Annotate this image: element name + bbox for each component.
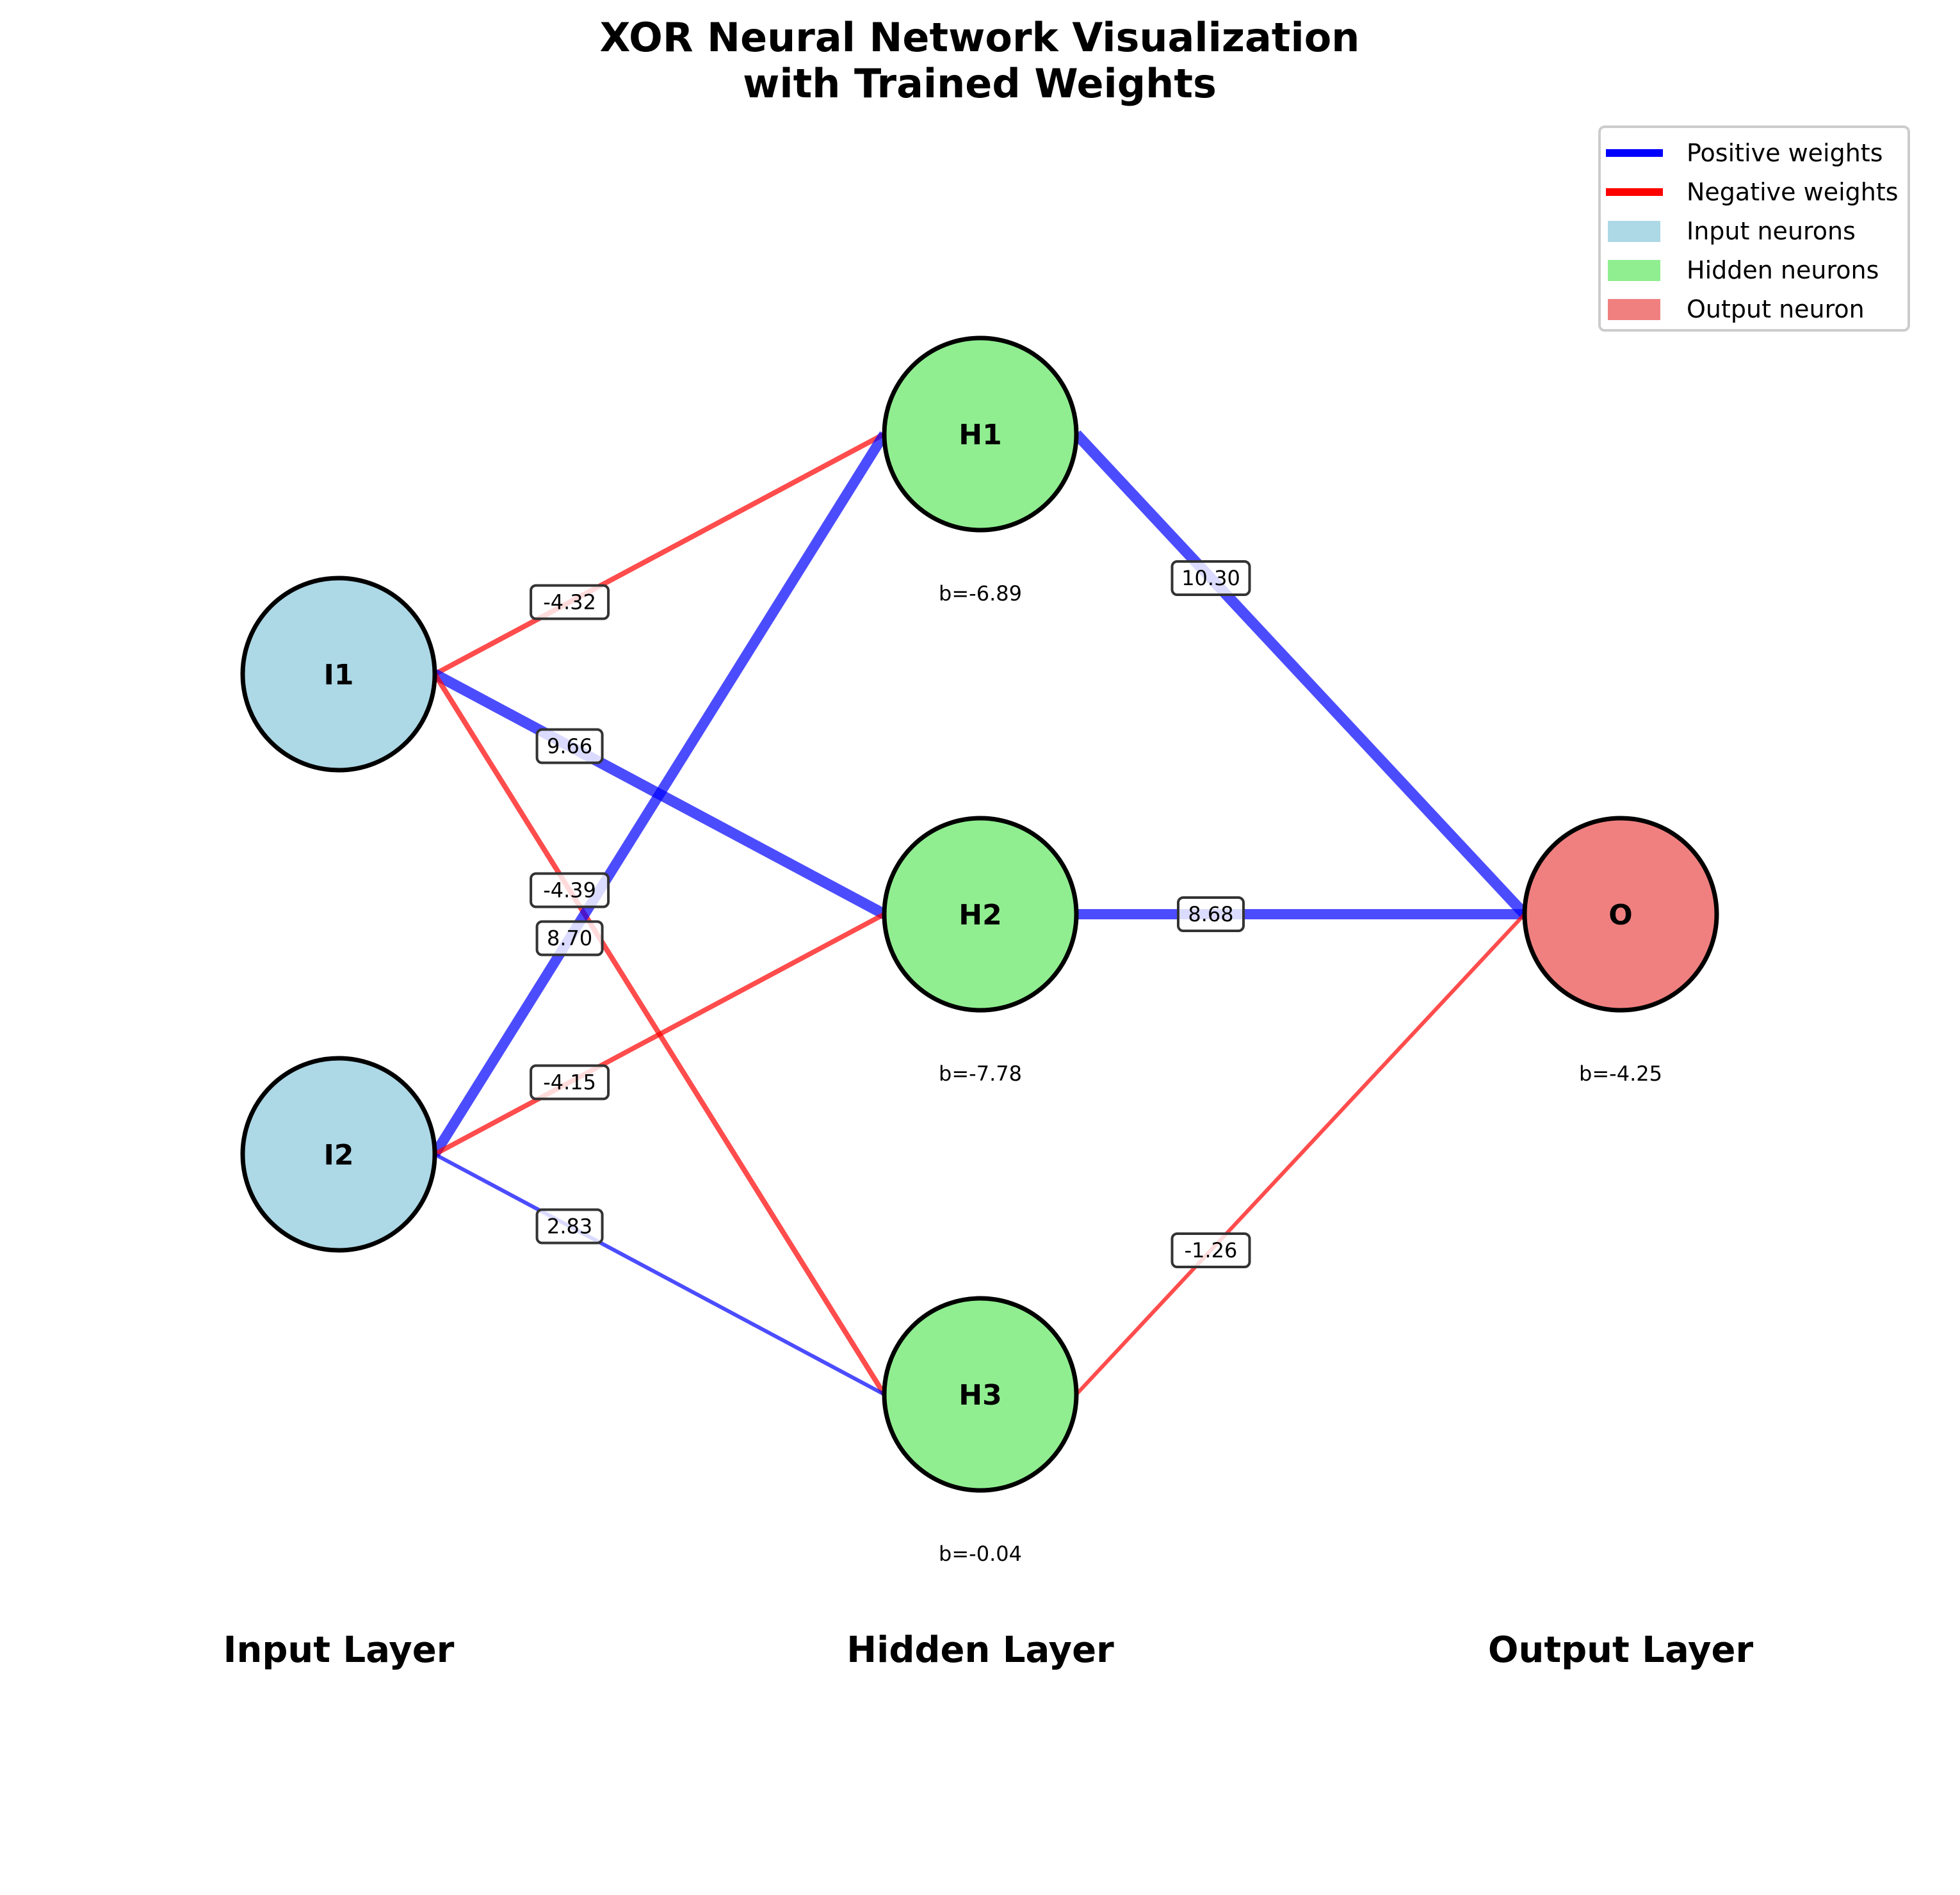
legend-line-swatch	[1606, 188, 1663, 196]
weight-value: 10.30	[1181, 566, 1240, 590]
weight-label-box	[1170, 1232, 1251, 1268]
bias-label: b=-6.89	[939, 581, 1022, 606]
weight-value: 2.83	[547, 1214, 592, 1239]
weight-label-H2-O: 8.68	[1177, 896, 1245, 932]
bias-label: b=-4.25	[1579, 1061, 1662, 1086]
weight-label-I2-H3: 2.83	[535, 1208, 604, 1245]
edge-H3-O	[1074, 912, 1527, 1396]
neuron-label: H2	[959, 899, 1001, 931]
weight-label-H1-O: 10.30	[1170, 560, 1251, 596]
neuron-circle	[882, 1296, 1079, 1493]
neuron-I2: I2	[240, 1056, 437, 1253]
weight-label-I1-H1: -4.32	[530, 584, 610, 620]
edge-H1-O	[1072, 430, 1529, 918]
neuron-circle	[1522, 816, 1719, 1013]
bias-label: b=-7.78	[939, 1061, 1022, 1086]
weight-value: -1.26	[1185, 1238, 1238, 1262]
neuron-circle	[240, 1056, 437, 1253]
title-line-2: with Trained Weights	[743, 60, 1217, 107]
legend-item: Positive weights	[1606, 139, 1883, 167]
weight-label-I2-H1: 8.70	[535, 920, 604, 956]
weight-label-box	[535, 1208, 604, 1245]
weight-label-I2-H2: -4.15	[530, 1064, 610, 1101]
neuron-label: H1	[959, 419, 1001, 451]
neuron-label: O	[1608, 899, 1632, 931]
edge-I1-H1	[433, 431, 886, 677]
weight-value: -4.15	[543, 1070, 596, 1095]
edges-group	[430, 430, 1529, 1396]
weight-label-box	[1170, 560, 1251, 596]
neuron-circle	[240, 576, 437, 773]
weight-label-box	[530, 1064, 610, 1101]
weight-label-box	[530, 584, 610, 620]
weight-value: -4.32	[543, 590, 596, 615]
legend-patch-swatch	[1608, 221, 1660, 242]
weight-label-box	[535, 728, 604, 764]
neuron-label: I1	[324, 659, 354, 691]
weight-value: -4.39	[543, 878, 596, 903]
weight-label-box	[1177, 896, 1245, 932]
legend-patch-swatch	[1608, 260, 1660, 281]
legend-label: Negative weights	[1687, 178, 1899, 206]
legend-label: Hidden neurons	[1687, 256, 1879, 284]
chart-title: XOR Neural Network Visualization with Tr…	[600, 14, 1360, 107]
weight-label-I1-H3: -4.39	[530, 872, 610, 908]
weight-label-H3-O: -1.26	[1170, 1232, 1251, 1268]
legend-label: Output neuron	[1687, 295, 1865, 323]
legend-line-swatch	[1606, 149, 1663, 157]
neuron-label: H3	[959, 1379, 1001, 1412]
title-line-1: XOR Neural Network Visualization	[600, 14, 1360, 61]
edge-I2-H1	[430, 431, 889, 1157]
neuron-I1: I1	[240, 576, 437, 773]
weight-value: 8.70	[547, 926, 592, 951]
weight-label-box	[535, 920, 604, 956]
legend-label: Input neurons	[1687, 217, 1856, 245]
legend-item: Hidden neurons	[1608, 256, 1879, 284]
legend-item: Output neuron	[1608, 295, 1865, 323]
neuron-H3: H3 b=-0.04	[882, 1296, 1079, 1566]
legend-item: Negative weights	[1606, 178, 1899, 206]
neuron-H2: H2 b=-7.78	[882, 816, 1079, 1086]
weight-value: 8.68	[1188, 902, 1233, 926]
edge-I2-H2	[433, 912, 886, 1157]
legend-label: Positive weights	[1687, 139, 1883, 167]
neuron-circle	[882, 816, 1079, 1013]
weight-value: 9.66	[547, 734, 592, 759]
weight-labels-group: -4.32 9.66 -4.39 8.70 -4.15 2.83 10.30 8.68 -1.2…	[530, 560, 1251, 1268]
layer-labels-group: Input Layer Hidden Layer Output Layer	[223, 1629, 1754, 1671]
weight-label-I1-H2: 9.66	[535, 728, 604, 764]
layer-label-input: Input Layer	[223, 1629, 455, 1671]
neuron-circle	[882, 335, 1079, 533]
legend-item: Input neurons	[1608, 217, 1856, 245]
layer-label-hidden: Hidden Layer	[846, 1629, 1114, 1671]
neuron-O: Ob=-4.25	[1522, 816, 1719, 1086]
edge-I2-H3	[433, 1152, 886, 1396]
bias-label: b=-0.04	[939, 1542, 1022, 1566]
legend-frame	[1598, 125, 1910, 332]
legend-patch-swatch	[1608, 299, 1660, 320]
neuron-H1: H1 b=-6.89	[882, 335, 1079, 606]
layer-label-output: Output Layer	[1488, 1629, 1754, 1671]
weight-label-box	[530, 872, 610, 908]
neuron-label: I2	[324, 1139, 354, 1172]
